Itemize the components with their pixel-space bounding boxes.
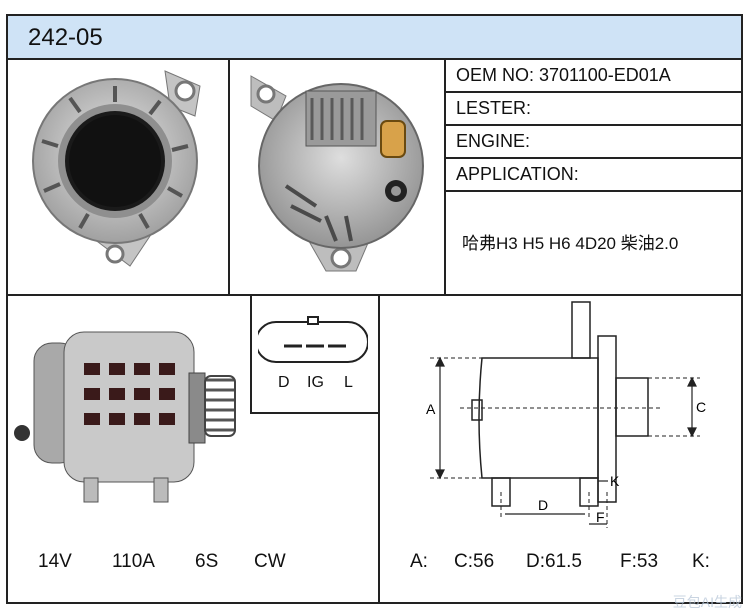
dimension-k-value: K:	[692, 551, 710, 572]
oem-row: OEM NO: 3701100-ED01A	[446, 60, 743, 93]
dim-label-c: C	[696, 399, 706, 415]
current-label: 110A	[112, 551, 155, 572]
application-row: APPLICATION:	[446, 159, 743, 192]
header-bar: 242-05	[8, 16, 741, 60]
pin-label-l: L	[344, 374, 353, 391]
dim-label-d: D	[538, 497, 548, 513]
pulley-label: 6S	[195, 551, 219, 572]
lester-row: LESTER:	[446, 93, 743, 126]
connector-diagram	[258, 316, 368, 363]
dim-label-f: F	[596, 509, 605, 525]
pin-label-ig: IG	[307, 374, 324, 391]
dimension-d-value: D:61.5	[526, 551, 582, 572]
divider	[444, 60, 446, 294]
rotation-label: CW	[254, 551, 286, 572]
connector-box	[250, 296, 380, 414]
watermark: 豆包AI生成	[672, 594, 742, 610]
divider	[228, 60, 230, 294]
voltage-label: 14V	[38, 551, 72, 572]
application-label: APPLICATION:	[456, 164, 579, 184]
oem-label: OEM NO: 3701100-ED01A	[456, 65, 671, 85]
dim-label-a: A	[426, 401, 436, 417]
alternator-rear-photo	[250, 75, 424, 272]
dimension-f-value: F:53	[620, 551, 659, 572]
dim-label-k: K	[610, 473, 620, 489]
divider	[378, 296, 380, 604]
part-number-title: 242-05	[28, 24, 103, 51]
dimension-a-value: A:	[410, 551, 428, 572]
dimension-c-value: C:56	[454, 551, 495, 572]
engine-label: ENGINE:	[456, 131, 531, 151]
lester-label: LESTER:	[456, 98, 532, 118]
divider	[8, 294, 743, 296]
dimension-drawing: A C D F K	[426, 301, 706, 528]
alternator-side-photo	[14, 331, 236, 503]
spec-sheet-frame: 242-05 OEM NO: 3701100-ED01A LESTER: ENG…	[6, 14, 743, 604]
application-value: 哈弗H3 H5 H6 4D20 柴油2.0	[462, 234, 679, 253]
alternator-front-photo	[32, 70, 201, 267]
engine-row: ENGINE:	[446, 126, 743, 159]
pin-label-d: D	[278, 374, 290, 391]
